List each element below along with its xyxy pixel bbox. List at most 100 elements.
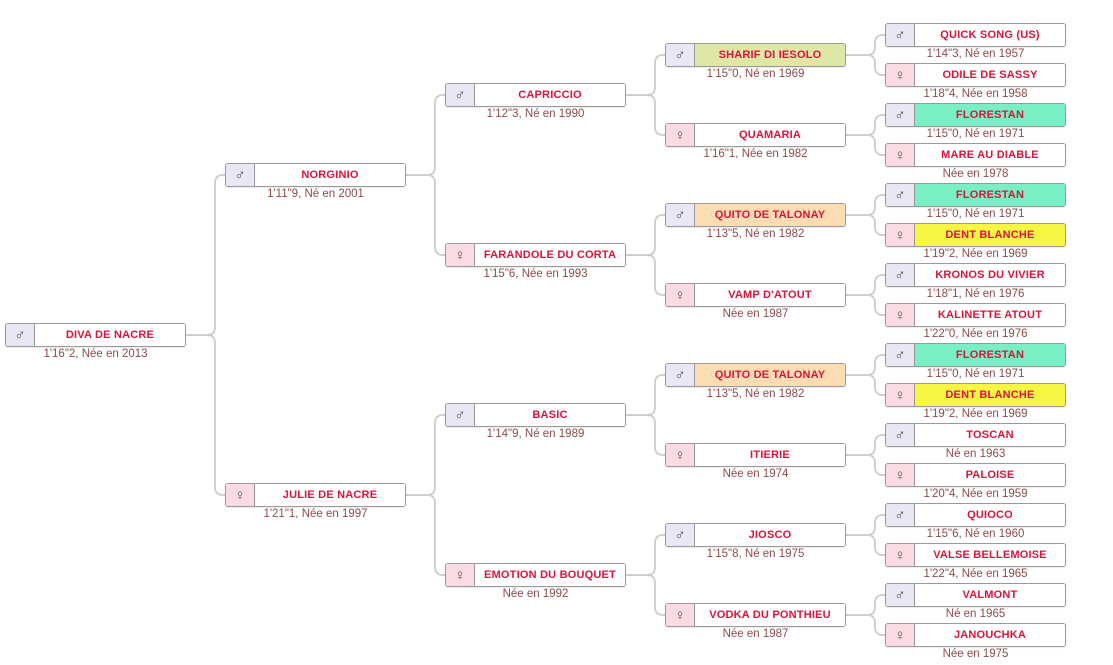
pedigree-node[interactable]: ♂VALMONT — [885, 583, 1066, 607]
pedigree-node[interactable]: ♂SHARIF DI IESOLO — [665, 43, 846, 67]
pedigree-node[interactable]: ♀EMOTION DU BOUQUET — [445, 563, 626, 587]
male-icon: ♂ — [6, 324, 35, 346]
pedigree-node[interactable]: ♂TOSCAN — [885, 423, 1066, 447]
male-icon: ♂ — [446, 404, 475, 426]
horse-name: NORGINIO — [255, 164, 405, 186]
horse-details: 1'21"1, Née en 1997 — [263, 508, 368, 520]
female-icon: ♀ — [886, 544, 915, 566]
horse-details: 1'19"2, Née en 1969 — [923, 408, 1028, 420]
male-icon: ♂ — [886, 584, 915, 606]
horse-details: Née en 1987 — [722, 628, 789, 640]
horse-name: KRONOS DU VIVIER — [915, 264, 1065, 286]
pedigree-node[interactable]: ♂FLORESTAN — [885, 103, 1066, 127]
male-icon: ♂ — [886, 184, 915, 206]
female-icon: ♀ — [886, 64, 915, 86]
horse-details: 1'15"0, Né en 1969 — [706, 68, 805, 80]
horse-name: QUICK SONG (US) — [915, 24, 1065, 46]
male-icon: ♂ — [226, 164, 255, 186]
horse-details: 1'13"5, Né en 1982 — [706, 388, 805, 400]
horse-name: JANOUCHKA — [915, 624, 1065, 646]
pedigree-node[interactable]: ♀PALOISE — [885, 463, 1066, 487]
male-icon: ♂ — [886, 104, 915, 126]
pedigree-node[interactable]: ♀KALINETTE ATOUT — [885, 303, 1066, 327]
connector-line — [846, 354, 885, 376]
horse-details: 1'15"6, Née en 1993 — [483, 268, 588, 280]
pedigree-node[interactable]: ♀DENT BLANCHE — [885, 383, 1066, 407]
pedigree-node[interactable]: ♂QUITO DE TALONAY — [665, 363, 846, 387]
horse-details: 1'20"4, Née en 1959 — [923, 488, 1028, 500]
pedigree-node[interactable]: ♀JULIE DE NACRE — [225, 483, 406, 507]
pedigree-node[interactable]: ♀ODILE DE SASSY — [885, 63, 1066, 87]
male-icon: ♂ — [886, 24, 915, 46]
horse-details: 1'14"9, Né en 1989 — [486, 428, 585, 440]
horse-details: 1'12"3, Né en 1990 — [486, 108, 585, 120]
pedigree-node[interactable]: ♂KRONOS DU VIVIER — [885, 263, 1066, 287]
connector-line — [846, 514, 885, 536]
connector-line — [846, 294, 885, 316]
female-icon: ♀ — [886, 224, 915, 246]
horse-details: 1'22"4, Née en 1965 — [923, 568, 1028, 580]
horse-name: FARANDOLE DU CORTA — [475, 244, 625, 266]
connector-line — [846, 374, 885, 396]
horse-details: 1'16"1, Née en 1982 — [703, 148, 808, 160]
pedigree-node[interactable]: ♀JANOUCHKA — [885, 623, 1066, 647]
pedigree-node[interactable]: ♂FLORESTAN — [885, 183, 1066, 207]
horse-name: FLORESTAN — [915, 104, 1065, 126]
connector-line — [406, 414, 445, 496]
pedigree-node[interactable]: ♂QUIOCO — [885, 503, 1066, 527]
pedigree-node[interactable]: ♀DENT BLANCHE — [885, 223, 1066, 247]
horse-name: QUITO DE TALONAY — [695, 364, 845, 386]
connector-line — [406, 174, 445, 256]
horse-name: VAMP D'ATOUT — [695, 284, 845, 306]
connector-line — [626, 414, 665, 456]
pedigree-node[interactable]: ♂CAPRICCIO — [445, 83, 626, 107]
pedigree-node[interactable]: ♀ITIERIE — [665, 443, 846, 467]
pedigree-node[interactable]: ♀MARE AU DIABLE — [885, 143, 1066, 167]
horse-name: PALOISE — [915, 464, 1065, 486]
male-icon: ♂ — [666, 44, 695, 66]
horse-details: 1'18"4, Née en 1958 — [923, 88, 1028, 100]
male-icon: ♂ — [666, 524, 695, 546]
female-icon: ♀ — [886, 464, 915, 486]
horse-details: 1'16"2, Née en 2013 — [43, 348, 148, 360]
pedigree-node[interactable]: ♂QUITO DE TALONAY — [665, 203, 846, 227]
horse-details: Née en 1992 — [502, 588, 569, 600]
horse-name: KALINETTE ATOUT — [915, 304, 1065, 326]
horse-details: 1'14"3, Né en 1957 — [926, 48, 1025, 60]
pedigree-node[interactable]: ♂DIVA DE NACRE — [5, 323, 186, 347]
horse-details: 1'11"9, Né en 2001 — [267, 188, 364, 200]
male-icon: ♂ — [886, 264, 915, 286]
connector-line — [186, 334, 225, 496]
male-icon: ♂ — [666, 364, 695, 386]
connector-line — [846, 214, 885, 236]
pedigree-node[interactable]: ♂FLORESTAN — [885, 343, 1066, 367]
connector-line — [846, 594, 885, 616]
connector-line — [626, 94, 665, 136]
horse-name: DENT BLANCHE — [915, 384, 1065, 406]
pedigree-node[interactable]: ♀VODKA DU PONTHIEU — [665, 603, 846, 627]
connector-line — [846, 34, 885, 56]
pedigree-node[interactable]: ♂BASIC — [445, 403, 626, 427]
connector-line — [846, 274, 885, 296]
connector-line — [846, 194, 885, 216]
female-icon: ♀ — [666, 124, 695, 146]
female-icon: ♀ — [886, 384, 915, 406]
female-icon: ♀ — [886, 144, 915, 166]
pedigree-node[interactable]: ♂JIOSCO — [665, 523, 846, 547]
horse-name: JULIE DE NACRE — [255, 484, 405, 506]
pedigree-node[interactable]: ♀VALSE BELLEMOISE — [885, 543, 1066, 567]
horse-details: 1'15"0, Né en 1971 — [926, 128, 1025, 140]
horse-details: Née en 1974 — [722, 468, 789, 480]
horse-name: SHARIF DI IESOLO — [695, 44, 845, 66]
female-icon: ♀ — [446, 244, 475, 266]
pedigree-node[interactable]: ♀QUAMARIA — [665, 123, 846, 147]
female-icon: ♀ — [886, 304, 915, 326]
connector-line — [846, 454, 885, 476]
pedigree-node[interactable]: ♀VAMP D'ATOUT — [665, 283, 846, 307]
horse-name: BASIC — [475, 404, 625, 426]
horse-details: 1'13"5, Né en 1982 — [706, 228, 805, 240]
pedigree-node[interactable]: ♂QUICK SONG (US) — [885, 23, 1066, 47]
pedigree-node[interactable]: ♀FARANDOLE DU CORTA — [445, 243, 626, 267]
female-icon: ♀ — [666, 604, 695, 626]
pedigree-node[interactable]: ♂NORGINIO — [225, 163, 406, 187]
